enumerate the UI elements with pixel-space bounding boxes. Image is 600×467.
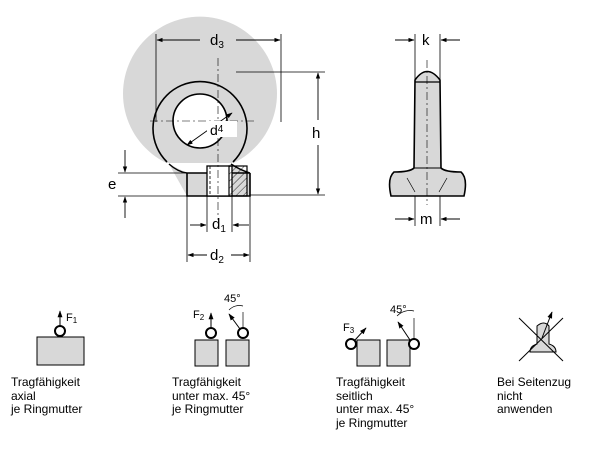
load-case-prohibited-icon <box>518 311 564 362</box>
label-d4: d4 <box>210 122 224 138</box>
load-case-axial-icon: F1 <box>36 310 85 366</box>
dimension-d1: d1 <box>190 196 249 235</box>
label-d2: d2 <box>210 247 224 266</box>
dimension-e: e <box>108 150 187 218</box>
label-d3: d3 <box>210 32 224 51</box>
angle-label-case2: 45° <box>224 293 241 305</box>
load-case-45deg-icon: F2 45° <box>193 293 250 367</box>
thread-hatch <box>228 165 248 197</box>
thread-bore <box>206 165 233 197</box>
caption-prohibited: Bei Seitenzug nicht anwenden <box>497 375 572 416</box>
ring-outer <box>152 80 248 163</box>
side-view <box>388 60 467 205</box>
dimension-d3: d3 <box>155 32 282 122</box>
front-view <box>122 16 277 220</box>
label-m: m <box>420 211 433 228</box>
dimension-h: h <box>236 71 325 196</box>
dimension-d4: d4 <box>186 112 237 146</box>
label-h: h <box>312 125 320 142</box>
load-case-lateral-icon: F3 45° <box>343 304 420 367</box>
force-label-f2: F2 <box>193 309 205 322</box>
ring-body <box>122 16 277 163</box>
caption-45deg: Tragfähigkeit unter max. 45° je Ringmutt… <box>172 375 251 416</box>
label-e: e <box>108 176 116 193</box>
label-k: k <box>422 32 430 49</box>
angle-label-case3: 45° <box>390 304 407 316</box>
label-d1: d1 <box>212 216 226 235</box>
caption-axial: Tragfähigkeit axial je Ringmutter <box>11 375 83 416</box>
dimension-k: k <box>395 32 460 80</box>
force-label-f3: F3 <box>343 322 355 335</box>
dimension-d2: d2 <box>186 196 251 266</box>
dimension-m: m <box>395 196 460 228</box>
side-body <box>388 70 467 197</box>
caption-lateral: Tragfähigkeit seitlich unter max. 45° je… <box>336 375 415 430</box>
force-label-f1: F1 <box>66 312 78 325</box>
